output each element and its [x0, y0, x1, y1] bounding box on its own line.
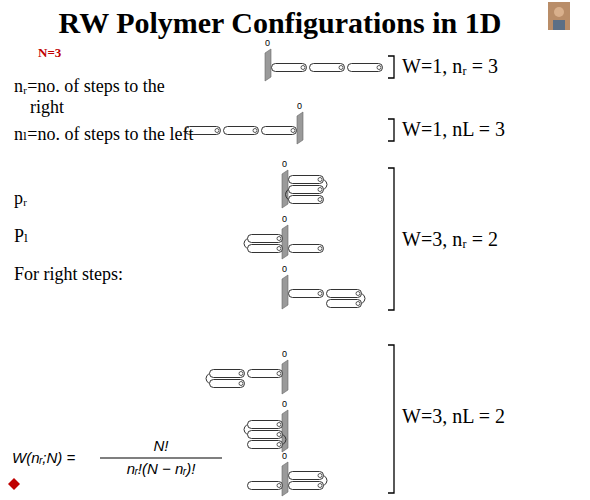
- polymer-segment: [348, 64, 383, 72]
- polymer-segment: [289, 290, 324, 298]
- wall: [297, 112, 303, 144]
- origin-label: 0: [282, 349, 287, 359]
- polymer-segment: [289, 472, 324, 480]
- polymer-segment: [224, 127, 259, 135]
- polymer-segment: [210, 370, 245, 378]
- chain-fold: [244, 239, 247, 249]
- chain-fold: [324, 180, 327, 190]
- polymer-segment: [289, 196, 324, 204]
- bracket: [388, 56, 394, 493]
- origin-label: 0: [297, 101, 302, 111]
- count-result: W=1, nL = 3: [402, 118, 505, 141]
- chain-fold: [206, 374, 209, 384]
- wall: [282, 225, 288, 259]
- count-result: W=3, nᵣ = 2: [402, 228, 498, 251]
- formula-text: W(nᵣ;N) =: [12, 449, 75, 466]
- presenter-photo: [548, 2, 570, 30]
- polymer-segment: [248, 245, 283, 253]
- logo-mark: [8, 478, 20, 490]
- origin-label: 0: [282, 214, 287, 224]
- polymer-segment: [310, 64, 345, 72]
- polymer-segment: [248, 421, 283, 429]
- symbol-label: Pₗ: [14, 226, 30, 247]
- definition-text: nₗ=no. of steps to the left: [14, 124, 198, 145]
- fraction-bar: [100, 457, 222, 458]
- polymer-segment: [210, 380, 245, 388]
- polymer-segment: [327, 290, 362, 298]
- formula-denominator: nᵣ!(N − nᵣ)!: [100, 460, 222, 477]
- polymer-segment: [248, 370, 283, 378]
- wall: [265, 49, 271, 81]
- wall: [282, 360, 288, 394]
- presenter-photo: [553, 20, 565, 30]
- polymer-segment: [272, 64, 307, 72]
- wall: [282, 462, 288, 496]
- slide-title: RW Polymer Configurations in 1D: [0, 6, 560, 41]
- polymer-segment: [248, 441, 283, 449]
- polymer-segment: [289, 186, 324, 194]
- polymer-segment: [289, 245, 324, 253]
- symbol-label: pᵣ: [14, 188, 30, 209]
- polymer-segment: [289, 482, 324, 490]
- bracket: [388, 345, 394, 493]
- bracket: [388, 56, 394, 78]
- bracket: [388, 168, 394, 310]
- origin-label: 0: [282, 264, 287, 274]
- section-text: For right steps:: [14, 264, 123, 285]
- polymer-segment: [289, 176, 324, 184]
- formula-numerator: N!: [100, 437, 222, 454]
- chain-fold: [244, 425, 247, 435]
- chain-fold: [206, 180, 365, 486]
- origin-label: 0: [265, 38, 270, 48]
- wall: [282, 170, 288, 208]
- polymer-segment: [262, 127, 297, 135]
- polymer-segment: [248, 235, 283, 243]
- origin-label: 0: [282, 159, 287, 169]
- polymer-segment: [248, 431, 283, 439]
- definition-text: nᵣ=no. of steps to the right: [14, 76, 198, 117]
- chain-fold: [324, 476, 327, 486]
- bracket: [388, 119, 394, 141]
- polymer-segment: [327, 300, 362, 308]
- chain-fold: [286, 190, 289, 200]
- count-label: N=3: [38, 46, 61, 61]
- count-result: W=3, nL = 2: [402, 405, 505, 428]
- wall: [282, 410, 288, 452]
- wall: [282, 275, 288, 309]
- presenter-photo: [554, 7, 564, 17]
- chain-fold: [283, 435, 286, 445]
- origin-label: 0: [282, 399, 287, 409]
- polymer-chain: [186, 64, 383, 490]
- count-result: W=1, nᵣ = 3: [402, 55, 498, 78]
- chain-fold: [362, 294, 365, 304]
- polymer-segment: [248, 482, 283, 490]
- origin-label: 0: [282, 451, 287, 461]
